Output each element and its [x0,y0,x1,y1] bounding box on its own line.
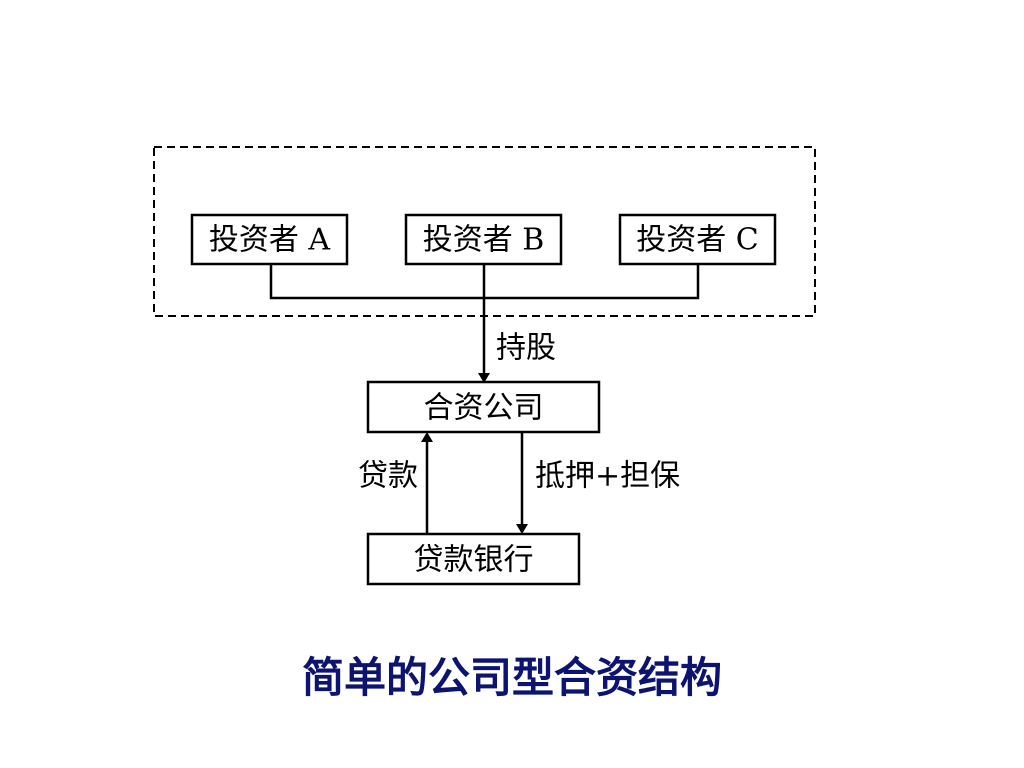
shareholding-label: 持股 [496,331,556,366]
investor-c-label: 投资者 C [636,223,759,258]
investor-a-node: 投资者 A [190,213,349,266]
collateral-guarantee-label: 抵押+担保 [535,459,680,494]
joint-venture-node: 合资公司 [366,380,601,434]
joint-venture-label: 合资公司 [424,391,544,426]
investor-b-label: 投资者 B [423,223,545,258]
loan-label: 贷款 [358,459,418,494]
lending-bank-label: 贷款银行 [414,543,534,578]
investor-c-node: 投资者 C [618,213,777,266]
lending-bank-node: 贷款银行 [366,532,581,586]
investor-b-node: 投资者 B [404,213,563,266]
investor-a-label: 投资者 A [209,223,331,258]
diagram-caption: 简单的公司型合资结构 [301,653,722,702]
